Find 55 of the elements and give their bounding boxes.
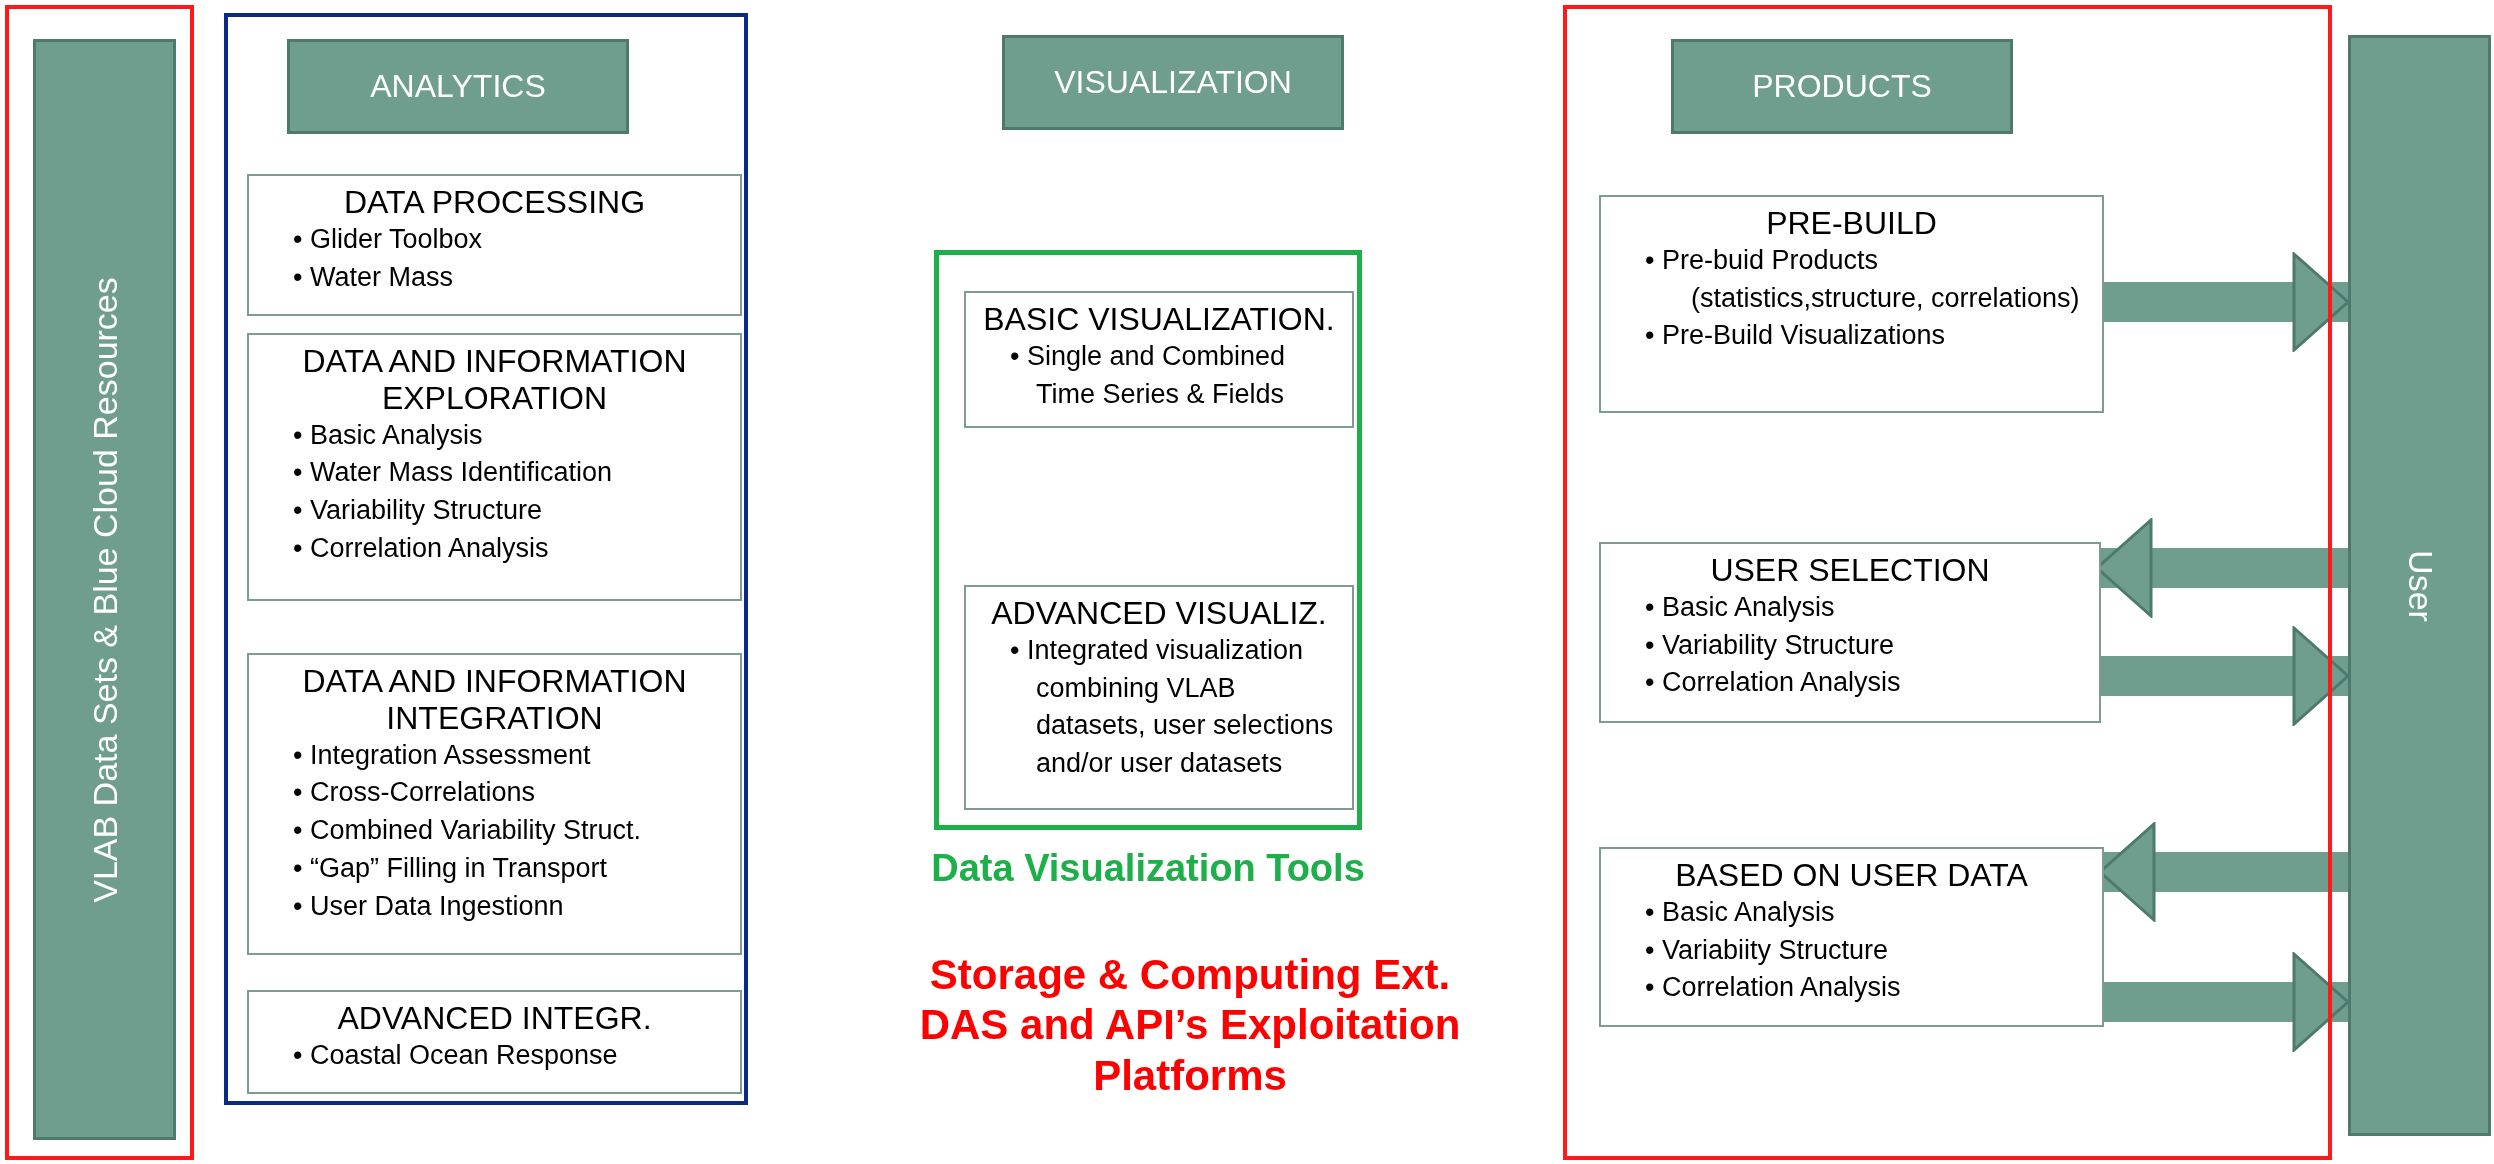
box-heading: PRE-BUILD	[1765, 205, 1938, 242]
box-heading: ADVANCED INTEGR.	[336, 1000, 653, 1037]
bullet-item: • Variabiity Structure	[1644, 933, 1890, 967]
bullet-item: • Basic Analysis	[1644, 895, 1836, 929]
section-header	[1671, 39, 2013, 134]
group-frame	[1563, 5, 2332, 1160]
group-frame	[5, 5, 194, 1160]
bullet-item: • Integrated visualization combining VLAB datasets, user selections and/or user datasets	[1009, 633, 1335, 781]
content-box	[964, 585, 1354, 810]
content-box	[247, 333, 742, 601]
bullet-item: • “Gap” Filling in Transport	[292, 852, 609, 885]
content-box	[1599, 847, 2104, 1027]
bullet-item: • Cross-Correlations	[292, 776, 536, 810]
note-text: Storage & Computing Ext. DAS and API’s Exploitation Platforms	[918, 950, 1462, 1101]
box-heading: DATA AND INFORMATION EXPLORATION	[301, 343, 688, 417]
content-box	[247, 990, 742, 1094]
bullet-item: • Single and Combined Time Series & Fields	[1009, 339, 1287, 411]
content-box	[1599, 542, 2101, 723]
bullet-item: • Variability Structure	[292, 494, 544, 528]
bullet-item: • User Data Ingestionn	[292, 889, 565, 923]
vertical-label: User	[2400, 549, 2439, 622]
section-header	[287, 39, 629, 134]
bullet-item: • Correlation Analysis	[1644, 666, 1902, 700]
bullet-item: • Water Mass	[292, 260, 454, 294]
bullet-item: • Coastal Ocean Response	[292, 1038, 619, 1072]
bullet-item: • Integration Assessment	[292, 738, 592, 772]
box-heading: DATA AND INFORMATION INTEGRATION	[301, 663, 688, 737]
group-frame	[224, 13, 748, 1105]
content-box	[1599, 195, 2104, 413]
bullet-item: • Variability Structure	[1644, 628, 1896, 662]
content-box	[247, 653, 742, 955]
header-text: VISUALIZATION	[1054, 64, 1292, 101]
bullet-item: • Correlation Analysis	[1644, 971, 1902, 1005]
bullet-item: • Basic Analysis	[1644, 590, 1836, 624]
section-header	[1002, 35, 1344, 130]
box-heading: BASED ON USER DATA	[1674, 857, 2029, 894]
content-box	[247, 174, 742, 316]
frame-title: Data Visualization Tools	[930, 847, 1366, 890]
bullet-item: • Pre-Build Visualizations	[1644, 319, 1947, 353]
bullet-item: • Basic Analysis	[292, 418, 484, 452]
bullet-item: • Glider Toolbox	[292, 222, 484, 256]
vertical-bar	[33, 39, 176, 1140]
vertical-bar	[2348, 35, 2491, 1136]
bullet-item: • Water Mass Identification	[292, 456, 614, 490]
box-heading: USER SELECTION	[1709, 552, 1991, 589]
header-text: ANALYTICS	[370, 68, 546, 105]
vertical-label: VLAB Data Sets & Blue Cloud Resources	[85, 276, 124, 903]
bullet-item: • Correlation Analysis	[292, 532, 550, 565]
box-heading: DATA PROCESSING	[342, 184, 647, 221]
box-heading: ADVANCED VISUALIZ.	[990, 595, 1328, 632]
bullet-item: • Pre-buid Products (statistics,structure, correlations)	[1644, 243, 2081, 315]
content-box	[964, 291, 1354, 428]
header-text: PRODUCTS	[1752, 68, 1932, 105]
box-heading: BASIC VISUALIZATION.	[982, 301, 1336, 338]
bullet-item: • Combined Variability Struct.	[292, 814, 643, 848]
